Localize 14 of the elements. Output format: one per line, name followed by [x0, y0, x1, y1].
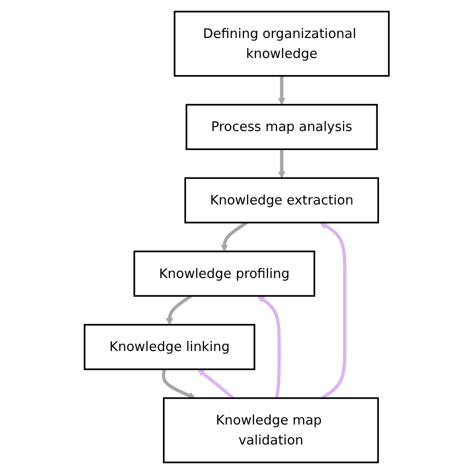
arrow [166, 294, 192, 326]
node-box: Process map analysis [186, 104, 378, 150]
arrow [278, 76, 286, 106]
arrow [220, 221, 248, 252]
node-box: Knowledge extraction [184, 177, 380, 224]
arrow [278, 149, 286, 178]
arrow [198, 368, 234, 400]
arrow [162, 368, 196, 399]
node-box: Knowledge linking [84, 324, 256, 370]
node-box: Knowledge map validation [163, 397, 380, 464]
arrow [320, 222, 347, 400]
node-box: Knowledge profiling [134, 250, 316, 297]
arrow [258, 296, 282, 398]
node-box: Defining organizational knowledge [174, 10, 390, 77]
